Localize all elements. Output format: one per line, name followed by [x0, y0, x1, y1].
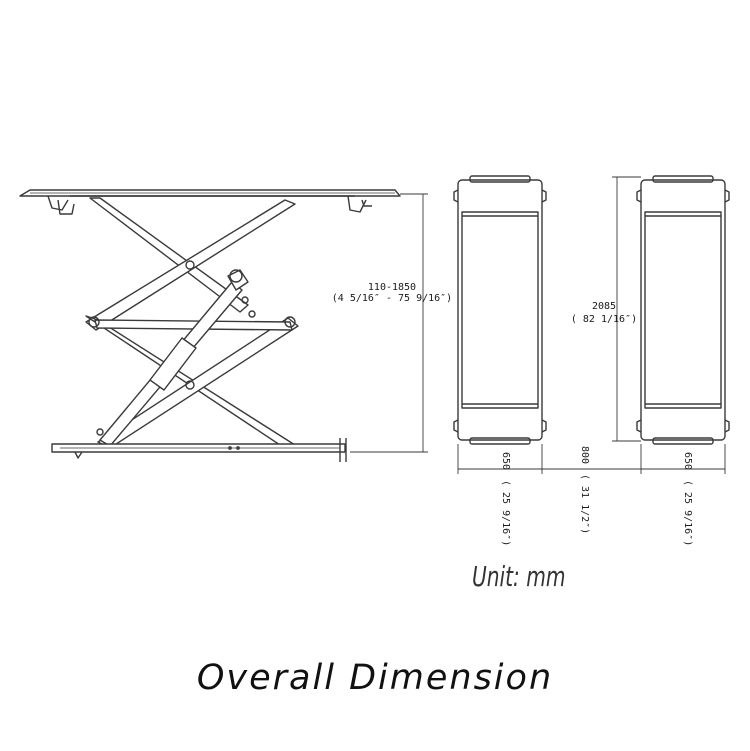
left-width-imperial: ( 25 9/16″) — [500, 480, 511, 546]
height-value: 110-1850 — [368, 282, 416, 293]
scissor-lift-side-view — [19, 189, 401, 462]
unit-label: Unit: mm — [472, 560, 566, 593]
gap-imperial: ( 31 1/2″) — [579, 474, 590, 534]
right-width-imperial: ( 25 9/16″) — [682, 480, 693, 546]
height-imperial: (4 5/16″ - 75 9/16″) — [332, 293, 452, 304]
right-runway-top-view — [636, 175, 730, 445]
page-title: Overall Dimension — [196, 658, 554, 698]
right-width-value: 650 — [682, 452, 693, 470]
length-value: 2085 — [592, 301, 616, 312]
left-width-value: 650 — [500, 452, 511, 470]
width-dimension-line — [457, 444, 726, 474]
length-dimension-line — [612, 176, 641, 442]
length-imperial: ( 82 1/16″) — [571, 314, 637, 325]
left-runway-top-view — [453, 175, 547, 445]
height-dimension-line — [350, 193, 428, 453]
gap-value: 800 — [579, 446, 590, 464]
